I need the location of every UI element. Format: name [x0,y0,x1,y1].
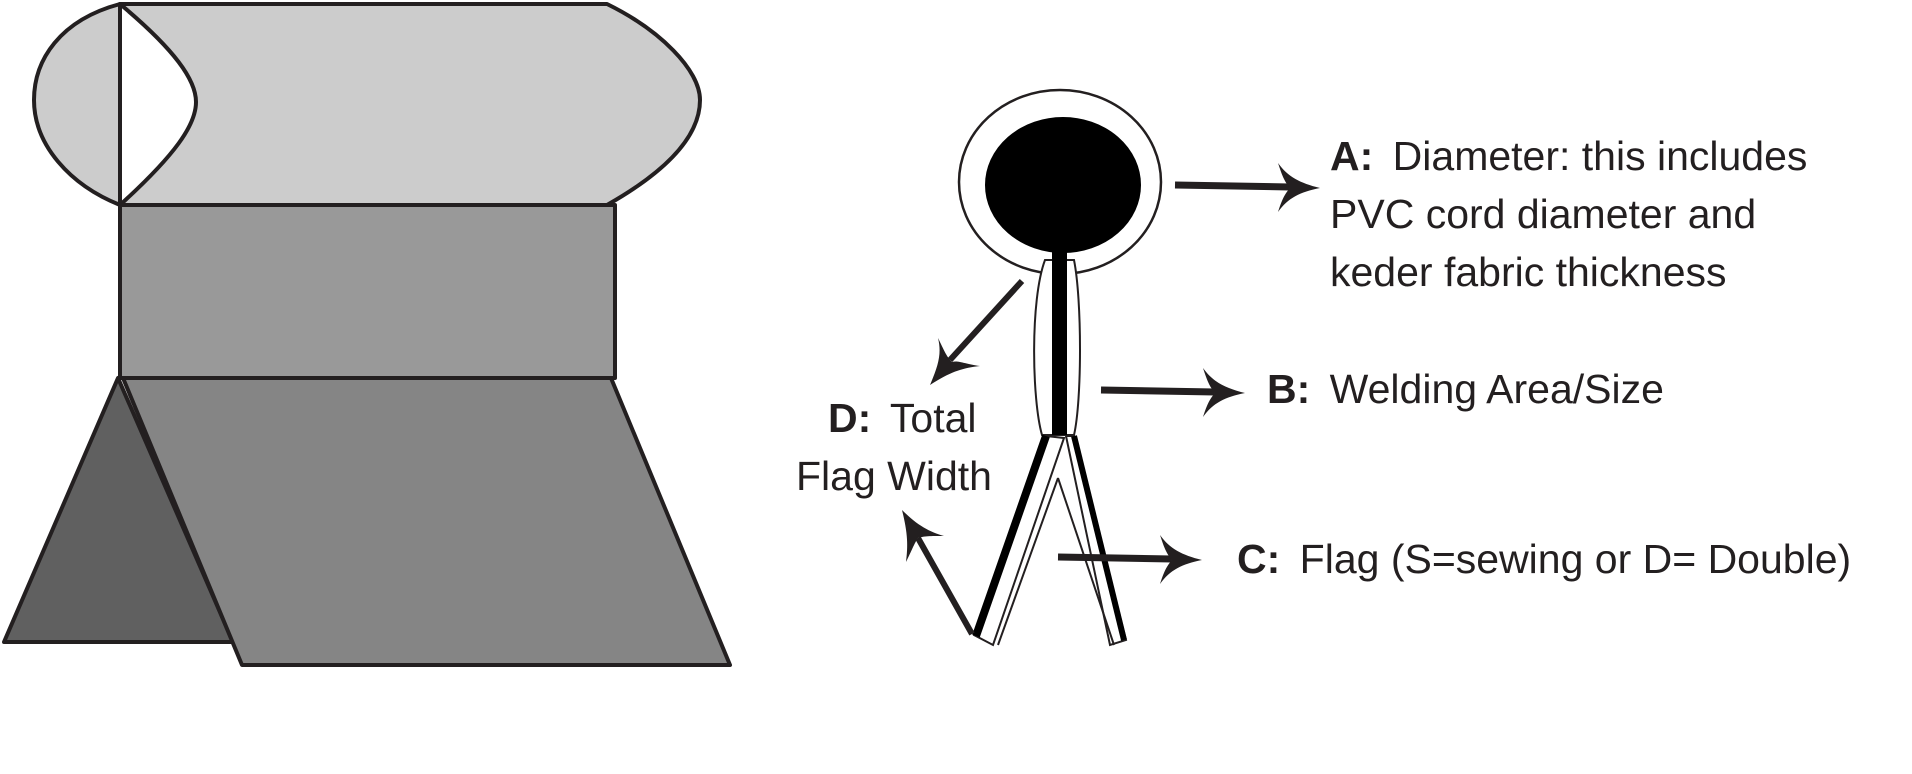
label-d-text-1: Total [890,395,977,441]
flag-leg-left-inner [972,434,1050,638]
label-a-key: A: [1330,133,1373,179]
label-c-text: Flag (S=sewing or D= Double) [1300,536,1851,582]
label-b-text: Welding Area/Size [1330,366,1664,412]
pvc-cord [985,117,1141,253]
arrow-a-head [1278,163,1320,212]
welding-center-strip [1052,252,1067,435]
cylinder-left-opening [118,2,198,207]
label-a-line2: PVC cord diameter and [1330,191,1756,237]
label-a-line3: keder fabric thickness [1330,249,1727,295]
arrow-d-lower-head [902,510,944,562]
label-b: B: Welding Area/Size [1267,366,1664,412]
arrow-b-shaft [1100,386,1216,396]
labels: A: Diameter: this includes PVC cord diam… [796,133,1851,582]
flag-leg-right-inner [1071,435,1127,641]
arrow-c-shaft [1057,553,1173,563]
arrow-b-head [1203,368,1245,417]
arrow-d-upper-head [930,338,980,385]
arrow-d-lower-shaft [915,536,975,636]
keder-cross-section [957,88,1163,647]
welding-band [118,203,617,380]
label-c-key: C: [1237,536,1280,582]
pointer-arrows [902,163,1320,636]
label-c: C: Flag (S=sewing or D= Double) [1237,536,1851,582]
label-d-line1: D: Total [828,395,977,441]
arrow-a-shaft [1174,181,1291,191]
label-b-key: B: [1267,366,1310,412]
label-a-line1: A: Diameter: this includes [1330,133,1807,179]
flag-leg-mid [997,477,1059,646]
keder-3d-illustration [2,2,732,667]
flag-leg-mid-right [1057,477,1115,646]
label-d-line2: Flag Width [796,453,992,499]
flag-front-panel [121,376,732,667]
label-a-text-1: Diameter: this includes [1393,133,1808,179]
arrow-d-upper-shaft [947,278,1025,363]
cylinder-left-cap [32,2,122,207]
flag-back-panel [2,376,235,644]
arrow-c-head [1160,535,1202,584]
cylinder-body [118,2,702,207]
label-d-key: D: [828,395,871,441]
